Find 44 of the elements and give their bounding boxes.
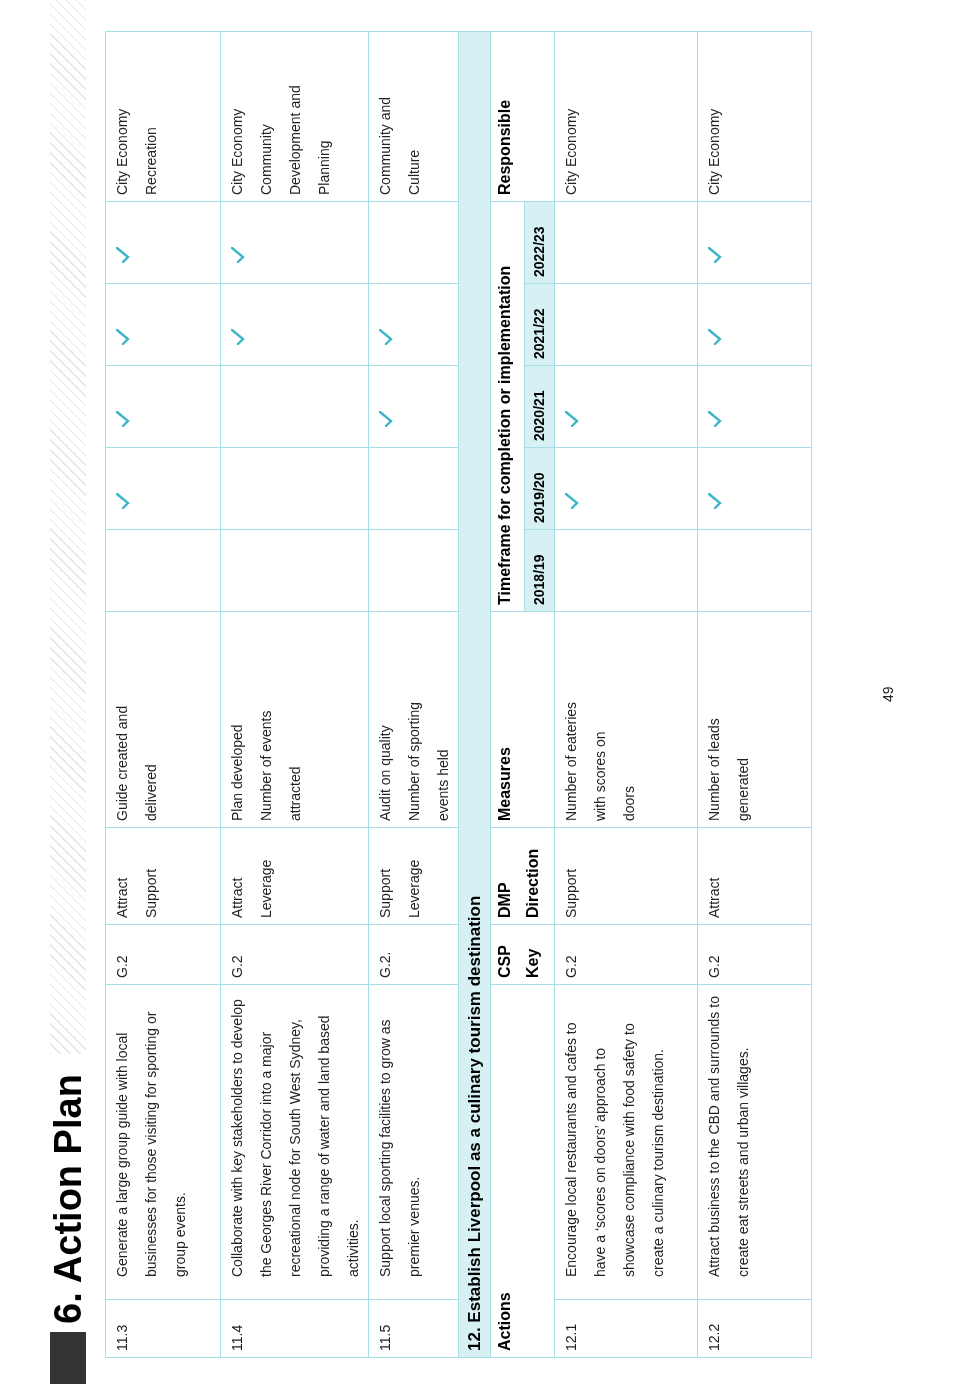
responsible-text: City Economy Recreation xyxy=(113,107,160,195)
dmp-direction: Attract Leverage xyxy=(228,858,275,918)
dmp-direction: Support xyxy=(562,867,580,918)
year-header: 2021/22 xyxy=(524,283,555,366)
measure-text: Number of eateries with scores on doors xyxy=(562,700,638,821)
responsible-text: City Economy Community Development and Planning xyxy=(228,84,333,195)
csp-key: G.2 xyxy=(114,955,130,978)
column-header: Timeframe for completion or implementation xyxy=(496,265,513,605)
action-text: Support local sporting facilities to grow as premier venues. xyxy=(376,1018,423,1279)
column-header: DMP Direction xyxy=(495,847,542,918)
row-number: 11.4 xyxy=(229,1324,245,1351)
action-text: Attract business to the CBD and surrounds to create eat streets and urban villages. xyxy=(705,995,752,1279)
measure-text: Audit on quality Number of sporting events held xyxy=(376,700,452,821)
row-number: 12.2 xyxy=(706,1323,722,1351)
measure-text: Number of leads generated xyxy=(705,717,752,821)
column-header: Measures xyxy=(496,747,513,821)
csp-key: G.2. xyxy=(377,951,393,978)
page-title: 6. Action Plan xyxy=(50,1074,86,1324)
column-header: Actions xyxy=(496,1292,513,1351)
measure-text: Guide created and delivered xyxy=(113,704,160,821)
action-text: Encourage local restaurants and cafes to have a ‘scores on doors’ approach to showcase compliance with food safety to create a culinary tourism destination. xyxy=(562,1021,667,1279)
responsible-text: City Economy xyxy=(705,107,723,195)
year-header: 2019/20 xyxy=(524,447,555,530)
section-heading: 12. Establish Liverpool as a culinary tourism destination xyxy=(458,31,491,1358)
year-header: 2022/23 xyxy=(524,201,555,284)
year-header: 2020/21 xyxy=(524,365,555,448)
responsible-text: City Economy xyxy=(562,107,580,195)
column-header: CSP Key xyxy=(495,944,542,978)
csp-key: G.2 xyxy=(563,955,579,978)
dmp-direction: Attract Support xyxy=(113,867,160,918)
dmp-direction: Support Leverage xyxy=(376,858,423,918)
action-text: Generate a large group guide with local businesses for those visiting for sporting or group events. xyxy=(113,1010,189,1279)
column-header: Responsible xyxy=(496,99,513,195)
action-text: Collaborate with key stakeholders to develop the Georges River Corridor into a major recreational node for South West Sydney, providing a range of water and land based activities. xyxy=(228,998,362,1279)
measure-text: Plan developed Number of events attracted xyxy=(228,709,304,821)
csp-key: G.2 xyxy=(706,955,722,978)
dmp-direction: Attract xyxy=(705,876,723,918)
year-header: 2018/19 xyxy=(524,529,555,612)
responsible-text: Community and Culture xyxy=(376,95,423,195)
row-number: 11.5 xyxy=(377,1324,393,1351)
csp-key: G.2 xyxy=(229,955,245,978)
row-number: 12.1 xyxy=(563,1323,579,1351)
row-number: 11.3 xyxy=(114,1324,130,1351)
page-number: 49 xyxy=(879,686,897,702)
